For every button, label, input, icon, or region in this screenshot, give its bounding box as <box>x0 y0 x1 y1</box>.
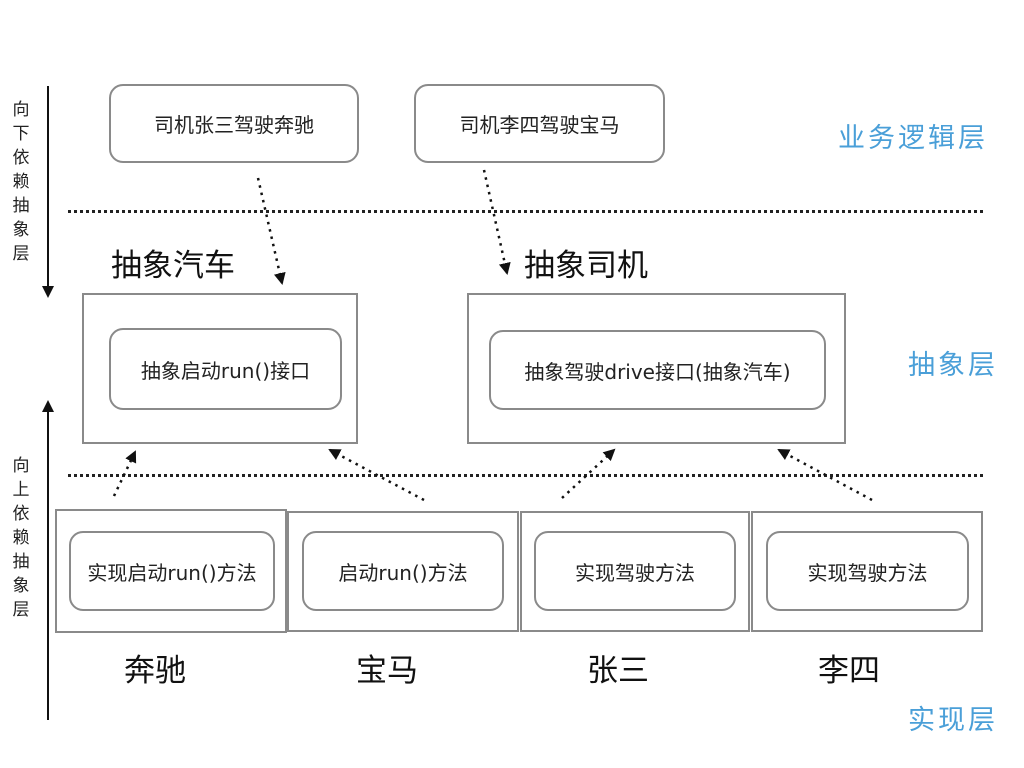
impl-layer-label: 实现层 <box>908 705 998 736</box>
impl-method-benz-text: 实现启动run()方法 <box>87 560 257 585</box>
abstract-driver-container: 抽象驾驶drive接口(抽象汽车) <box>467 293 846 444</box>
arrow-zhangsan-to-car <box>256 177 286 285</box>
impl-method-zhangsan-text: 实现驾驶方法 <box>575 560 695 585</box>
business-box-zhangsan-text: 司机张三驾驶奔驰 <box>154 113 314 137</box>
impl-method-lisi-text: 实现驾驶方法 <box>807 560 928 585</box>
impl-method-lisi: 实现驾驶方法 <box>766 531 969 611</box>
arrow-lisi-to-driver <box>482 169 511 275</box>
upper-separator <box>68 210 983 213</box>
impl-method-benz: 实现启动run()方法 <box>69 531 275 611</box>
business-box-zhangsan: 司机张三驾驶奔驰 <box>109 84 359 163</box>
arrow-zhangsan-to-drive <box>561 448 616 499</box>
impl-name-benz: 奔驰 <box>124 653 186 689</box>
arrow-lisi-to-drive <box>777 448 873 502</box>
top-side-label: 向下依赖抽象层 <box>12 100 30 264</box>
business-box-lisi-text: 司机李四驾驶宝马 <box>459 113 620 137</box>
arrow-benz-to-run <box>112 450 137 497</box>
impl-name-lisi: 李四 <box>818 653 880 689</box>
abstract-drive-interface: 抽象驾驶drive接口(抽象汽车) <box>489 330 826 410</box>
impl-method-bmw-text: 启动run()方法 <box>338 560 468 585</box>
arrow-bmw-to-run <box>328 448 425 502</box>
impl-method-zhangsan: 实现驾驶方法 <box>534 531 736 611</box>
abstract-car-title: 抽象汽车 <box>111 248 235 284</box>
lower-separator <box>68 474 983 477</box>
business-box-lisi: 司机李四驾驶宝马 <box>414 84 665 163</box>
impl-name-bmw: 宝马 <box>356 653 418 689</box>
impl-container-zhangsan: 实现驾驶方法 <box>520 511 750 632</box>
impl-container-lisi: 实现驾驶方法 <box>751 511 983 632</box>
impl-container-bmw: 启动run()方法 <box>287 511 519 632</box>
abstract-drive-interface-text: 抽象驾驶drive接口(抽象汽车) <box>524 359 791 384</box>
business-layer-label: 业务逻辑层 <box>838 123 988 154</box>
abstract-car-container: 抽象启动run()接口 <box>82 293 358 444</box>
abstract-run-interface: 抽象启动run()接口 <box>109 328 342 410</box>
bottom-side-label: 向上依赖抽象层 <box>12 456 30 620</box>
impl-method-bmw: 启动run()方法 <box>302 531 504 611</box>
abstract-run-interface-text: 抽象启动run()接口 <box>140 358 311 383</box>
impl-container-benz: 实现启动run()方法 <box>55 509 287 633</box>
abstract-driver-title: 抽象司机 <box>524 248 648 284</box>
impl-name-zhangsan: 张三 <box>587 653 649 689</box>
abstract-layer-label: 抽象层 <box>908 350 998 381</box>
